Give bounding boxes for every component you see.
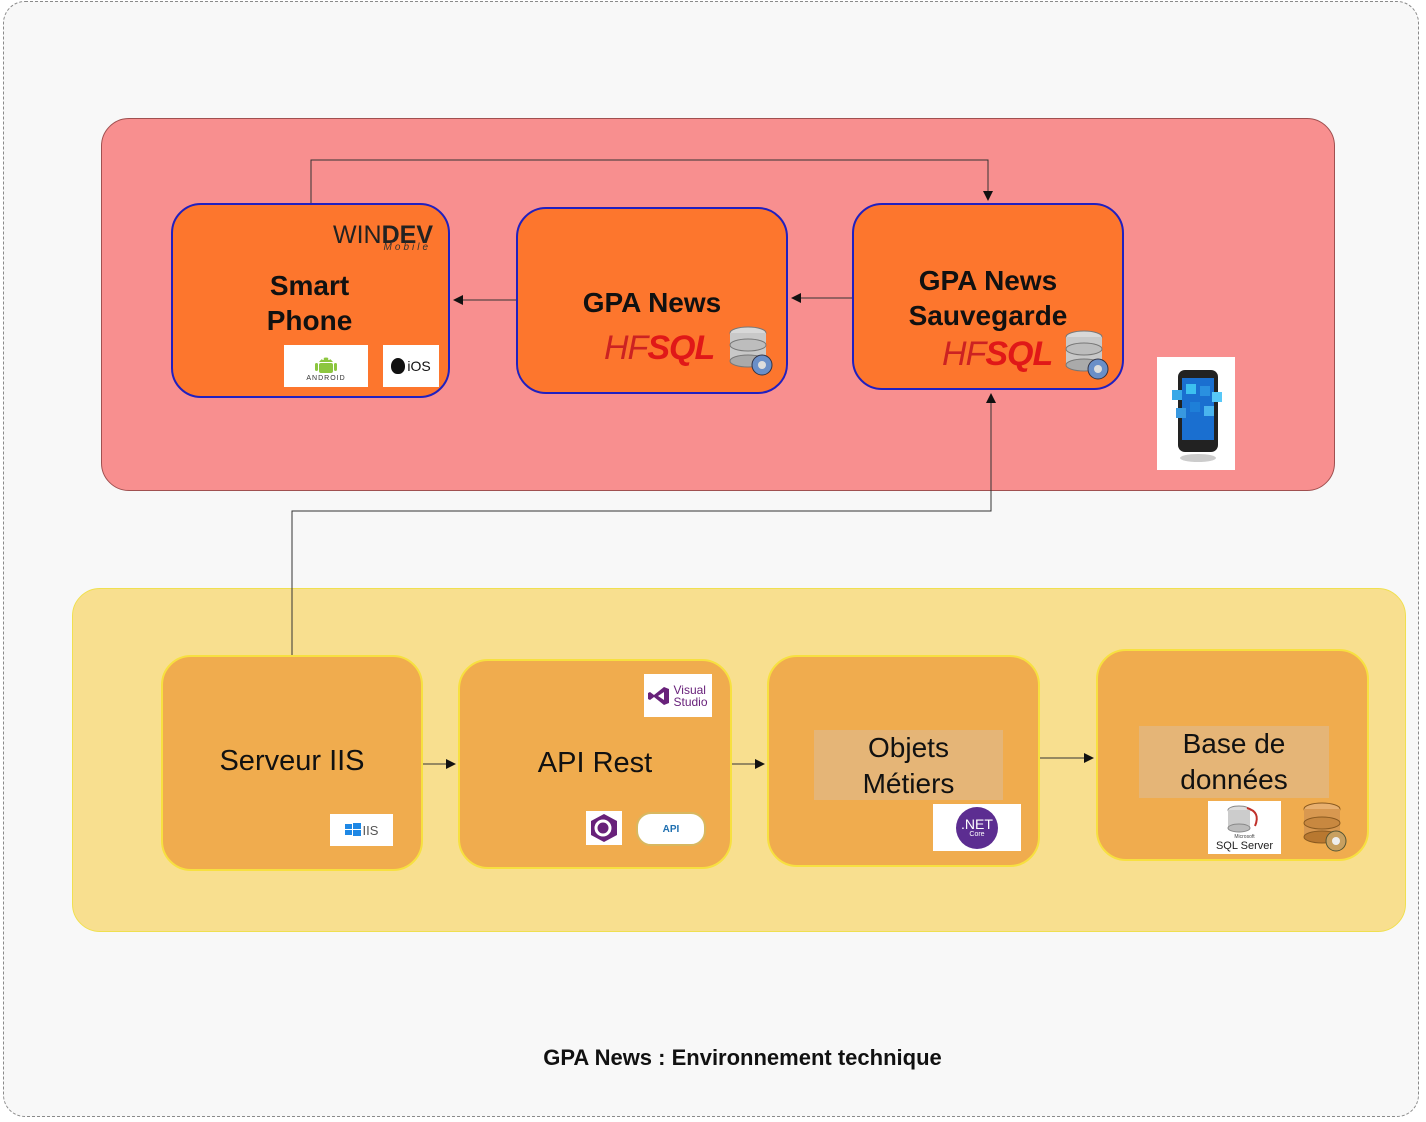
smartphone-title-line2: Phone bbox=[266, 305, 353, 336]
net-core-logo: .NET Core bbox=[933, 804, 1021, 851]
ios-label: iOS bbox=[407, 358, 431, 374]
hfsql-hf: HF bbox=[942, 335, 986, 373]
hfsql-logo: HFSQL bbox=[604, 329, 715, 368]
windev-sub: Mobile bbox=[383, 242, 432, 253]
sql-server-sub: Microsoft bbox=[1234, 833, 1255, 840]
backup-title-line1: GPA News bbox=[918, 265, 1058, 296]
windev-mobile-logo: WINDEV Mobile bbox=[333, 221, 434, 253]
iis-server-node: Serveur IIS IIS bbox=[161, 655, 423, 871]
gpa-news-title: GPA News bbox=[582, 287, 722, 318]
visual-studio-icon bbox=[648, 686, 670, 705]
smartphone-apps-image bbox=[1157, 357, 1235, 470]
android-label: ANDROID bbox=[306, 374, 346, 382]
rest-api-logo: API bbox=[636, 812, 706, 846]
ios-logo: iOS bbox=[383, 345, 439, 387]
windev-brand-bold: DEV bbox=[381, 221, 434, 249]
database-gear-icon bbox=[1303, 802, 1347, 852]
phone-icon bbox=[1172, 369, 1222, 462]
database-node: Base de données Microsoft SQL Server bbox=[1096, 649, 1369, 861]
hfsql-logo: HFSQL bbox=[942, 335, 1053, 374]
apple-icon bbox=[391, 358, 406, 374]
sql-server-logo: Microsoft SQL Server bbox=[1208, 801, 1281, 854]
business-title-line2: Métiers bbox=[862, 768, 955, 799]
hfsql-sql: SQL bbox=[985, 335, 1053, 373]
database-gear-icon bbox=[1065, 330, 1109, 380]
csharp-logo bbox=[586, 811, 622, 845]
vs-line1: Visual bbox=[673, 682, 706, 697]
gpa-news-backup-node: GPA News Sauvegarde HFSQL bbox=[852, 203, 1124, 390]
hfsql-sql: SQL bbox=[647, 329, 715, 367]
iis-logo-label: IIS bbox=[362, 822, 379, 838]
rest-api-label: API bbox=[662, 823, 680, 835]
iis-title: Serveur IIS bbox=[219, 745, 365, 777]
vs-line2: Studio bbox=[673, 694, 708, 709]
android-logo: ANDROID bbox=[284, 345, 368, 387]
net-label: .NET bbox=[961, 815, 993, 832]
smartphone-node: WINDEV Mobile Smart Phone ANDROID iOS bbox=[171, 203, 450, 398]
android-icon bbox=[315, 357, 337, 373]
database-title-line1: Base de bbox=[1182, 728, 1286, 759]
database-gear-icon bbox=[729, 326, 773, 376]
sql-server-label: SQL Server bbox=[1215, 839, 1274, 852]
business-label: Objets Métiers bbox=[814, 730, 1003, 800]
arrow-iis-to-backup bbox=[291, 393, 996, 655]
business-objects-node: Objets Métiers .NET Core bbox=[767, 655, 1040, 867]
visual-studio-logo: Visual Studio bbox=[644, 674, 712, 717]
gpa-news-node: GPA News HFSQL bbox=[516, 207, 788, 394]
csharp-icon bbox=[591, 814, 617, 842]
backup-title-line2: Sauvegarde bbox=[908, 300, 1068, 331]
net-core-icon: .NET Core bbox=[956, 806, 998, 849]
smartphone-title-line1: Smart bbox=[269, 270, 350, 301]
windev-brand: WIN bbox=[333, 221, 382, 249]
api-title: API Rest bbox=[537, 747, 653, 779]
api-rest-node: API Rest Visual Studio API bbox=[458, 659, 732, 869]
database-label: Base de données bbox=[1139, 726, 1329, 798]
iis-logo: IIS bbox=[330, 814, 393, 846]
diagram-caption: GPA News : Environnement technique bbox=[543, 1045, 942, 1070]
business-title-line1: Objets bbox=[868, 732, 949, 763]
windows-icon bbox=[344, 823, 361, 836]
arrow-smartphone-to-backup bbox=[310, 159, 993, 203]
hfsql-hf: HF bbox=[604, 329, 648, 367]
net-sub: Core bbox=[969, 830, 985, 838]
database-title-line2: données bbox=[1180, 764, 1288, 795]
sql-server-icon bbox=[1227, 805, 1258, 832]
